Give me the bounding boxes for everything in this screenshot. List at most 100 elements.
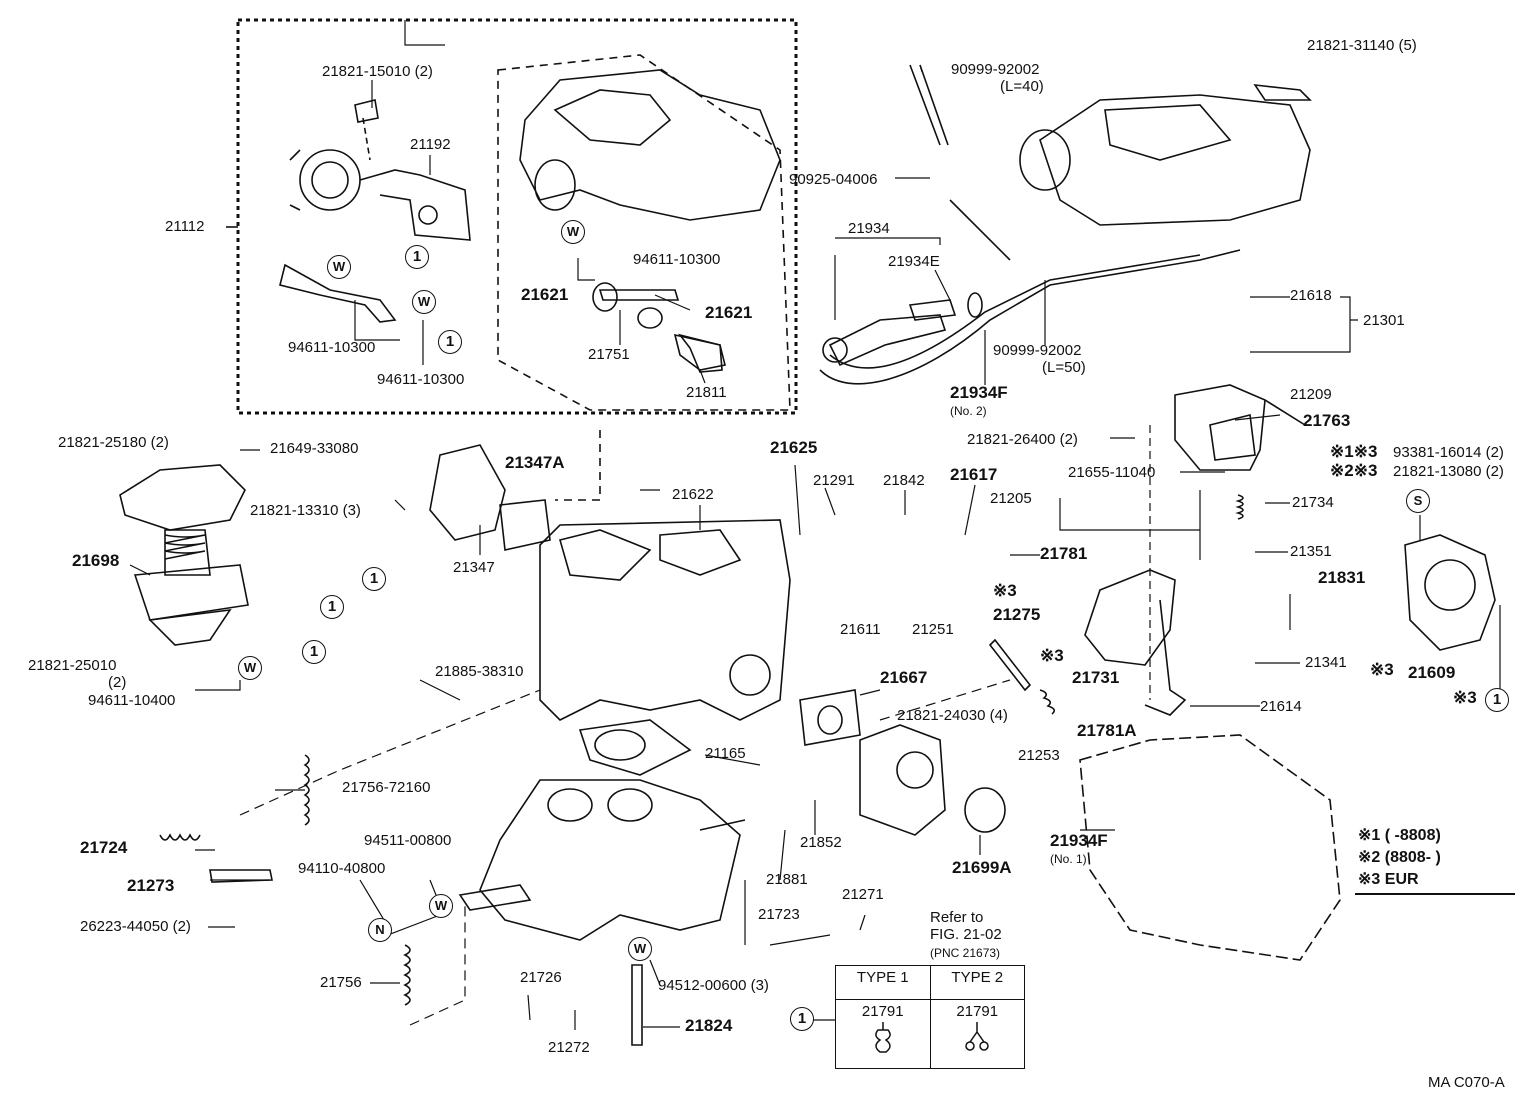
label-21272: 21272 — [548, 1039, 590, 1056]
label-21301: 21301 — [1363, 312, 1405, 329]
type-2-cell: 21791 — [929, 999, 1025, 1069]
legend-mark-2: ※2 — [1358, 849, 1381, 866]
label-21165: 21165 — [705, 745, 746, 762]
marker-3-d: ※3 — [1453, 688, 1477, 707]
label-21273: 21273 — [127, 876, 175, 895]
label-21756: 21756 — [320, 974, 362, 991]
label-21934F-no1-suffix: (No. 1) — [1050, 852, 1087, 866]
label-21112: 21112 — [165, 218, 205, 235]
pump-21347-shape — [429, 444, 551, 551]
screw-21811-icon — [677, 333, 723, 373]
label-21781: 21781 — [1040, 544, 1088, 563]
label-21621-b: 21621 — [705, 303, 753, 322]
type-1-cell: 21791 — [835, 999, 931, 1069]
solenoid-21614-shape — [1084, 569, 1187, 716]
clip-type-2-icon — [965, 1022, 989, 1051]
label-90925-04006: 90925-04006 — [789, 171, 878, 188]
marker-2-3: ※2※3 — [1330, 461, 1378, 480]
legend-text-1: ( -8808) — [1384, 827, 1441, 844]
marker-1-3: ※1※3 — [1330, 442, 1378, 461]
spring-21724-icon — [159, 833, 201, 841]
label-94110-40800: 94110-40800 — [298, 860, 386, 877]
label-21821-24030: 21821-24030 (4) — [897, 707, 1008, 724]
washer-w-symbol: W — [412, 290, 436, 314]
marker-3-b: ※3 — [1040, 646, 1064, 665]
label-21192: 21192 — [410, 136, 451, 153]
throttle-body-shape — [458, 779, 746, 941]
label-94611-10300-b: 94611-10300 — [377, 371, 465, 388]
label-21275: 21275 — [993, 605, 1041, 624]
clip-type-1-symbol: 1 — [362, 567, 386, 591]
bracket-21667-shape — [799, 689, 1006, 836]
legend-row-3: ※3 EUR — [1358, 869, 1516, 891]
label-21618: 21618 — [1290, 287, 1332, 304]
clip-type-1-symbol: 1 — [320, 595, 344, 619]
hose-90999-l50 — [949, 199, 1011, 261]
leader-21347A — [555, 430, 601, 501]
spring-21756-72160-icon — [303, 754, 310, 826]
wire-harness — [819, 249, 1241, 385]
label-21734: 21734 — [1292, 494, 1334, 511]
label-94611-10300-a: 94611-10300 — [288, 339, 376, 356]
actuator-21192-shape — [289, 99, 471, 241]
label-21821-25180: 21821-25180 (2) — [58, 434, 169, 451]
label-21852: 21852 — [800, 834, 842, 851]
legend-mark-3: ※3 — [1358, 871, 1381, 888]
legend-row-1: ※1 ( -8808) — [1358, 825, 1516, 847]
label-94611-10400: 94611-10400 — [88, 692, 176, 709]
legend-row-2: ※2 (8808- ) — [1358, 847, 1516, 869]
label-21655-11040: 21655-11040 — [1068, 464, 1156, 481]
label-21934F-no2-suffix: (No. 2) — [950, 404, 987, 418]
assembly-21112-boundary — [236, 18, 798, 415]
clip-type-1-icon — [874, 1022, 891, 1053]
label-21821-25010-qty: (2) — [108, 674, 127, 691]
reference-note-line3: (PNC 21673) — [930, 946, 1001, 960]
label-21842: 21842 — [883, 472, 925, 489]
label-94511-00800: 94511-00800 — [364, 832, 452, 849]
spring-21756-icon — [403, 944, 411, 1006]
washer-w-symbol: W — [429, 894, 453, 918]
label-90999-92002-b: 90999-92002 — [993, 342, 1082, 359]
carburetor-upper-body-shape — [519, 69, 781, 371]
label-21751: 21751 — [588, 346, 630, 363]
label-21698: 21698 — [72, 551, 120, 570]
label-21205: 21205 — [990, 490, 1032, 507]
label-93381-16014: 93381-16014 (2) — [1393, 444, 1504, 461]
marker-3-c: ※3 — [1370, 660, 1394, 679]
washer-w-symbol: W — [238, 656, 262, 680]
label-21625: 21625 — [770, 438, 818, 457]
label-21347A: 21347A — [505, 453, 565, 472]
spring-21734-icon — [1235, 494, 1244, 520]
label-21831: 21831 — [1318, 568, 1366, 587]
label-21291: 21291 — [813, 472, 855, 489]
washer-w-symbol: W — [327, 255, 351, 279]
type-1-header: TYPE 1 — [835, 965, 931, 1000]
spring-21731-icon — [1039, 689, 1056, 715]
label-21763: 21763 — [1303, 411, 1351, 430]
label-21821-13310: 21821-13310 (3) — [250, 502, 361, 519]
label-90999-92002-a: 90999-92002 — [951, 61, 1040, 78]
bolt-21273-icon — [209, 869, 273, 883]
legend-text-2: (8808- ) — [1384, 849, 1441, 866]
applicability-legend: ※1 ( -8808) ※2 (8808- ) ※3 EUR — [1358, 825, 1516, 891]
clip-type-1-symbol: 1 — [405, 245, 429, 269]
clip-type-1-symbol: 1 — [302, 640, 326, 664]
sub-assembly-outline — [497, 54, 791, 411]
label-21271: 21271 — [842, 886, 884, 903]
label-21253: 21253 — [1018, 747, 1060, 764]
clip-type-1-symbol: 1 — [1485, 688, 1509, 712]
label-21251: 21251 — [912, 621, 954, 638]
bolt-21824-icon — [631, 964, 643, 1046]
carburetor-main-body-shape — [539, 519, 791, 776]
marker-3-a: ※3 — [993, 581, 1017, 600]
hose-90999-l40 — [909, 64, 949, 146]
reference-note-line1: Refer to — [930, 909, 984, 926]
label-21351: 21351 — [1290, 543, 1332, 560]
legend-mark-1: ※1 — [1358, 827, 1381, 844]
label-21934: 21934 — [848, 220, 890, 237]
spring-21698-icon — [164, 534, 206, 560]
label-21341: 21341 — [1305, 654, 1347, 671]
label-21347: 21347 — [453, 559, 495, 576]
label-26223-44050: 26223-44050 (2) — [80, 918, 191, 935]
label-90999-92002-a-length: (L=40) — [1000, 78, 1044, 95]
